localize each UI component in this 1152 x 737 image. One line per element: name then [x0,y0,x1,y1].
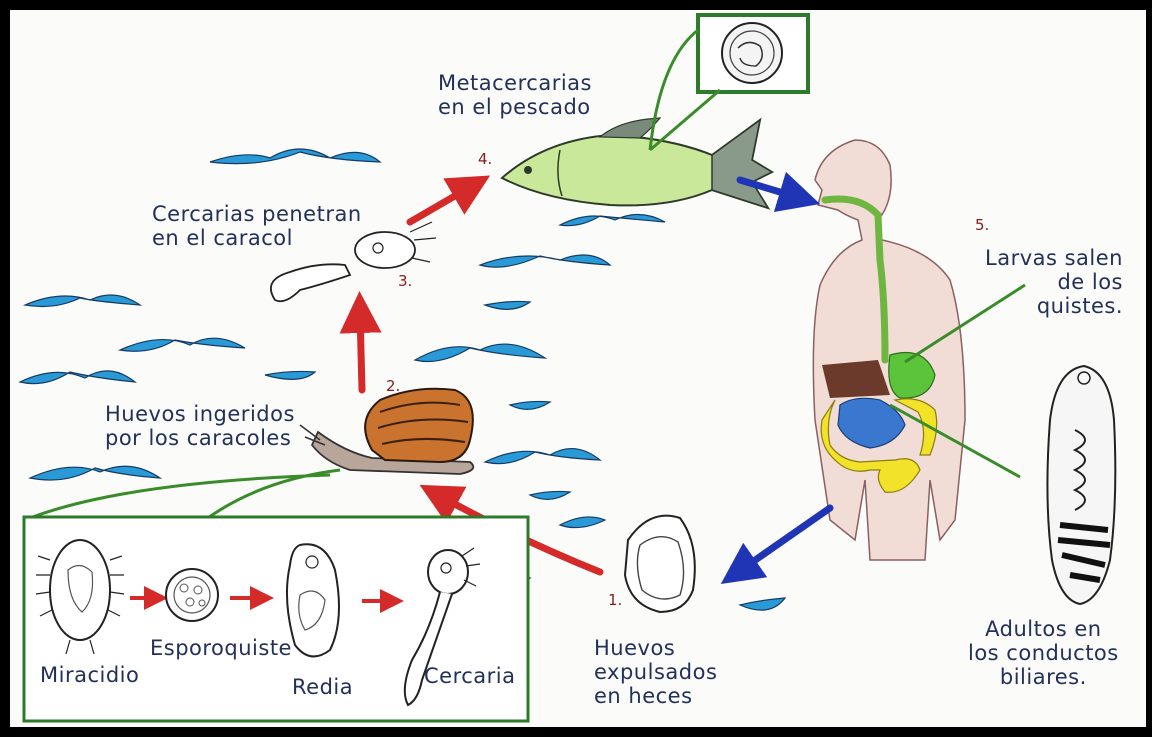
step4-label-line: en el pescado [438,95,592,119]
step-number-1: 1. [608,591,622,609]
step5-label-line: de los [985,270,1123,294]
cyst-inset [698,15,808,92]
step-number-2: 2. [386,377,400,395]
adults-label-line: biliares. [968,665,1119,689]
step1-label-line: expulsados [594,660,717,684]
arrow-adults-to-1 [738,508,830,572]
step1-label: Huevos expulsados en heces [594,636,717,708]
egg-icon [625,516,695,612]
snail-icon [300,389,473,474]
step1-label-line: Huevos [594,636,717,660]
step5-label-line: Larvas salen [985,246,1123,270]
stage-label-cercaria: Cercaria [424,664,516,688]
step3-label-line: Cercarias penetran [152,202,362,226]
redia-icon [287,544,339,656]
arrow-3-to-4 [410,186,472,222]
esporoquiste-icon [166,569,218,621]
fish-icon [502,118,772,208]
step4-label: Metacercarias en el pescado [438,71,592,119]
step-number-3: 3. [398,272,412,290]
stages-inset [24,517,528,721]
step5-label-line: quistes. [985,294,1123,318]
human-body [813,140,965,560]
step2-label-line: Huevos ingeridos [105,402,295,426]
adults-label-line: Adultos en [968,617,1119,641]
step4-label-line: Metacercarias [438,71,592,95]
step3-label: Cercarias penetran en el caracol [152,202,362,250]
stage-label-esporoquiste: Esporoquiste [150,636,292,660]
stage-label-redia: Redia [292,675,353,699]
adult-fluke-icon [1047,366,1115,604]
step2-label-line: por los caracoles [105,426,295,450]
liver-icon [822,360,890,398]
adults-label-line: los conductos [968,641,1119,665]
step5-label: Larvas salen de los quistes. [985,246,1123,318]
adults-label: Adultos en los conductos biliares. [968,617,1119,689]
stage-label-miracidio: Miracidio [40,663,139,687]
step1-label-line: en heces [594,684,717,708]
step-number-4: 4. [478,150,492,168]
step3-label-line: en el caracol [152,226,362,250]
step-number-5: 5. [975,216,989,234]
arrow-2-to-3 [360,312,362,390]
step2-label: Huevos ingeridos por los caracoles [105,402,295,450]
